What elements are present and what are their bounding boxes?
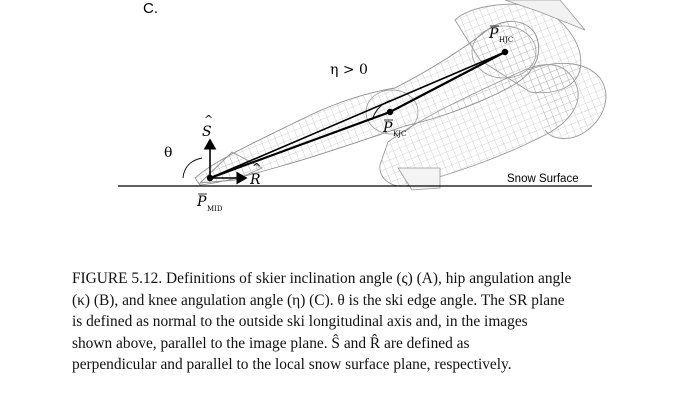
point-hjc [501, 48, 509, 56]
caption-line: (κ) (B), and knee angulation angle (η) (… [72, 291, 565, 309]
p-kjc-subscript: KJC [393, 130, 406, 138]
caption-line: perpendicular and parallel to the local … [72, 356, 512, 374]
eta-label: η > 0 [330, 62, 368, 78]
figure-caption: FIGURE 5.12. Definitions of skier inclin… [72, 268, 672, 376]
caption-line: shown above, parallel to the image plane… [72, 334, 470, 352]
mid-to-hjc-line [209, 51, 506, 179]
snow-surface-label: Snow Surface [507, 173, 579, 185]
p-mid-label: P MID [196, 193, 223, 213]
p-mid-letter: P [196, 194, 207, 210]
s-hat-caret: ^ [204, 113, 213, 126]
thigh-line [389, 51, 506, 113]
point-kjc [386, 108, 394, 116]
r-hat-label: R ^ [249, 161, 261, 188]
p-hjc-label: P HJC [488, 25, 513, 44]
p-kjc-label: P KJC [382, 119, 406, 138]
p-hjc-letter: P [488, 26, 499, 42]
s-hat-label: S ^ [202, 113, 213, 140]
theta-angle-arc [182, 157, 203, 179]
shank-line [209, 110, 391, 180]
caption-line: FIGURE 5.12. Definitions of skier inclin… [72, 270, 572, 287]
panel-label: C. [143, 0, 158, 17]
p-kjc-letter: P [382, 120, 393, 136]
p-hjc-subscript: HJC [499, 36, 513, 44]
figure-panel-c: C. η > 0 θ S ^ R ^ P [118, 0, 607, 213]
s-hat-letter: S [202, 124, 212, 140]
caption-line: is defined as normal to the outside ski … [72, 313, 528, 331]
r-hat-letter: R [249, 172, 261, 188]
eta-angle-arc [371, 99, 393, 121]
theta-label: θ [164, 145, 172, 161]
p-mid-subscript: MID [207, 205, 223, 213]
r-hat-caret: ^ [252, 161, 261, 174]
